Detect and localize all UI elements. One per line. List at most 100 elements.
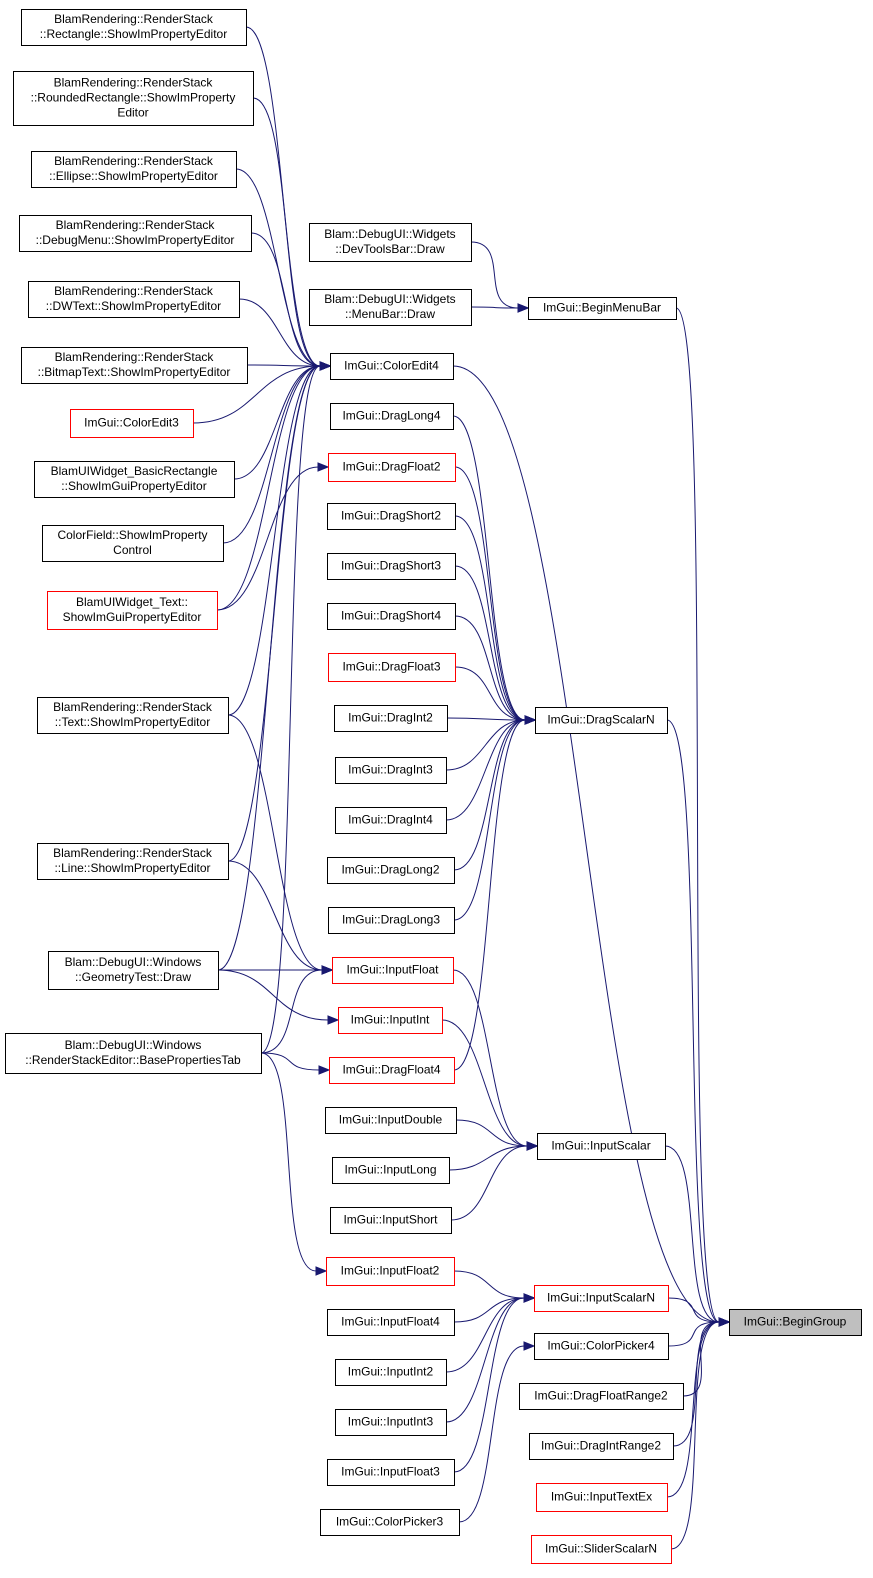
- node-blamuiwidget-text-showimguipropertyeditor[interactable]: BlamUIWidget_Text::ShowImGuiPropertyEdit…: [47, 591, 218, 630]
- edge-n27-to-n26: [445, 719, 526, 771]
- edge-n31-to-n35: [452, 969, 528, 1147]
- node-blamrendering-renderstack-rectangle-showimpropertyeditor[interactable]: BlamRendering::RenderStack::Rectangle::S…: [21, 9, 247, 46]
- node-imgui-dragint3[interactable]: ImGui::DragInt3: [335, 757, 447, 784]
- node-imgui-inputdouble[interactable]: ImGui::InputDouble: [325, 1107, 457, 1134]
- node-imgui-draglong2[interactable]: ImGui::DragLong2: [327, 857, 455, 884]
- node-blamrendering-renderstack-text-showimpropertyeditor[interactable]: BlamRendering::RenderStack::Text::ShowIm…: [37, 697, 229, 734]
- node-imgui-dragshort2[interactable]: ImGui::DragShort2: [327, 503, 456, 530]
- node-imgui-draglong4[interactable]: ImGui::DragLong4: [330, 403, 454, 430]
- edge-n18-to-n50: [452, 365, 720, 1323]
- node-imgui-dragfloat2[interactable]: ImGui::DragFloat2: [328, 453, 456, 482]
- node-imgui-inputtextex[interactable]: ImGui::InputTextEx: [536, 1483, 668, 1512]
- edge-n19-to-n26: [452, 415, 526, 721]
- node-box: [37, 697, 229, 734]
- node-label-line: ImGui::InputFloat3: [341, 1465, 440, 1479]
- node-label-line: BlamRendering::RenderStack: [55, 350, 215, 364]
- edge-n8-to-n18: [233, 365, 321, 480]
- node-label-line: BlamRendering::RenderStack: [53, 700, 213, 714]
- node-imgui-coloredit4[interactable]: ImGui::ColorEdit4: [330, 353, 454, 380]
- node-imgui-draglong3[interactable]: ImGui::DragLong3: [328, 907, 455, 934]
- node-label-line: Blam::DebugUI::Windows: [65, 955, 202, 969]
- edge-n32-to-n35: [441, 1019, 528, 1147]
- node-label-line: ImGui::BeginGroup: [744, 1315, 847, 1329]
- node-imgui-dragfloatrange2[interactable]: ImGui::DragFloatRange2: [519, 1383, 684, 1410]
- node-blam-debugui-windows-geometrytest-draw[interactable]: Blam::DebugUI::Windows::GeometryTest::Dr…: [48, 951, 219, 990]
- node-imgui-inputscalar[interactable]: ImGui::InputScalar: [537, 1133, 666, 1160]
- node-imgui-inputfloat4[interactable]: ImGui::InputFloat4: [327, 1309, 455, 1336]
- node-label-line: ImGui::InputTextEx: [551, 1490, 652, 1504]
- node-blam-debugui-windows-renderstackeditor-basepropertiestab[interactable]: Blam::DebugUI::Windows::RenderStackEdito…: [5, 1033, 262, 1074]
- node-imgui-dragscalarn[interactable]: ImGui::DragScalarN: [535, 707, 668, 734]
- node-box: [335, 1359, 447, 1386]
- node-blamrendering-renderstack-roundedrectangle-showimproperty-editor[interactable]: BlamRendering::RenderStack::RoundedRecta…: [13, 71, 254, 126]
- node-imgui-inputshort[interactable]: ImGui::InputShort: [330, 1207, 452, 1234]
- node-label-line: ::DevToolsBar::Draw: [335, 242, 445, 256]
- node-label-line: ImGui::ColorPicker3: [336, 1515, 444, 1529]
- edge-n47-to-n50: [666, 1321, 720, 1498]
- node-blamrendering-renderstack-line-showimpropertyeditor[interactable]: BlamRendering::RenderStack::Line::ShowIm…: [37, 843, 229, 880]
- node-blamrendering-renderstack-ellipse-showimpropertyeditor[interactable]: BlamRendering::RenderStack::Ellipse::Sho…: [31, 151, 237, 188]
- node-label-line: BlamRendering::RenderStack: [53, 846, 213, 860]
- node-imgui-sliderscalarn[interactable]: ImGui::SliderScalarN: [531, 1535, 672, 1564]
- edge-arrowhead: [718, 1317, 731, 1327]
- edge-arrowhead: [524, 715, 537, 725]
- node-label-line: ImGui::InputFloat2: [341, 1264, 440, 1278]
- node-imgui-inputint3[interactable]: ImGui::InputInt3: [335, 1409, 447, 1436]
- node-imgui-dragfloat4[interactable]: ImGui::DragFloat4: [329, 1057, 455, 1084]
- node-blam-debugui-widgets-devtoolsbar-draw[interactable]: Blam::DebugUI::Widgets::DevToolsBar::Dra…: [309, 223, 472, 262]
- node-label-line: ::Rectangle::ShowImPropertyEditor: [40, 27, 227, 41]
- node-imgui-dragint4[interactable]: ImGui::DragInt4: [335, 807, 447, 834]
- edge-n4-to-n18: [250, 232, 321, 367]
- node-imgui-colorpicker3[interactable]: ImGui::ColorPicker3: [320, 1509, 460, 1536]
- node-imgui-inputfloat2[interactable]: ImGui::InputFloat2: [326, 1257, 455, 1286]
- node-label-line: ImGui::DragLong3: [342, 913, 440, 927]
- node-blamrendering-renderstack-bitmaptext-showimpropertyeditor[interactable]: BlamRendering::RenderStack::BitmapText::…: [21, 347, 248, 384]
- node-imgui-inputint[interactable]: ImGui::InputInt: [338, 1007, 443, 1034]
- node-blamrendering-renderstack-dwtext-showimpropertyeditor[interactable]: BlamRendering::RenderStack::DWText::Show…: [28, 281, 240, 318]
- node-imgui-dragint2[interactable]: ImGui::DragInt2: [334, 705, 448, 732]
- edge-n29-to-n26: [453, 719, 526, 871]
- node-label-line: ImGui::InputDouble: [339, 1113, 443, 1127]
- node-box: [535, 707, 668, 734]
- node-imgui-begingroup[interactable]: ImGui::BeginGroup: [729, 1309, 862, 1336]
- edge-arrowhead: [523, 1293, 536, 1303]
- edge-n44-to-n39: [445, 1297, 525, 1423]
- edge-n7-to-n18: [192, 365, 321, 424]
- node-imgui-beginmenubar[interactable]: ImGui::BeginMenuBar: [528, 297, 677, 320]
- node-box: [519, 1383, 684, 1410]
- edge-n43-to-n50: [682, 1321, 720, 1397]
- node-imgui-dragshort3[interactable]: ImGui::DragShort3: [327, 553, 456, 580]
- node-label-line: BlamRendering::RenderStack: [54, 76, 214, 90]
- edge-n17-to-n50: [675, 307, 720, 1323]
- node-imgui-dragintrange2[interactable]: ImGui::DragIntRange2: [529, 1433, 674, 1460]
- node-box: [31, 151, 237, 188]
- node-imgui-inputint2[interactable]: ImGui::InputInt2: [335, 1359, 447, 1386]
- node-imgui-inputfloat[interactable]: ImGui::InputFloat: [332, 957, 454, 984]
- edge-n28-to-n26: [445, 719, 526, 821]
- edge-n46-to-n39: [453, 1297, 525, 1473]
- node-box: [534, 1333, 669, 1360]
- node-box: [536, 1483, 668, 1512]
- node-imgui-inputfloat3[interactable]: ImGui::InputFloat3: [327, 1459, 455, 1486]
- edge-n41-to-n50: [667, 1321, 720, 1347]
- node-box: [537, 1133, 666, 1160]
- node-blamuiwidget-basicrectangle-showimguipropertyeditor[interactable]: BlamUIWidget_BasicRectangle::ShowImGuiPr…: [34, 461, 235, 498]
- node-box: [729, 1309, 862, 1336]
- node-box: [327, 1309, 455, 1336]
- node-label-line: ::RenderStackEditor::BasePropertiesTab: [25, 1053, 241, 1067]
- node-box: [327, 503, 456, 530]
- node-blamrendering-renderstack-debugmenu-showimpropertyeditor[interactable]: BlamRendering::RenderStack::DebugMenu::S…: [19, 215, 252, 252]
- node-imgui-coloredit3[interactable]: ImGui::ColorEdit3: [70, 409, 194, 438]
- node-imgui-dragshort4[interactable]: ImGui::DragShort4: [327, 603, 456, 630]
- node-imgui-inputlong[interactable]: ImGui::InputLong: [332, 1157, 450, 1184]
- node-blam-debugui-widgets-menubar-draw[interactable]: Blam::DebugUI::Widgets::MenuBar::Draw: [309, 289, 472, 326]
- node-imgui-inputscalarn[interactable]: ImGui::InputScalarN: [534, 1285, 669, 1312]
- edge-n11-to-n18: [227, 365, 321, 716]
- node-imgui-dragfloat3[interactable]: ImGui::DragFloat3: [328, 653, 456, 682]
- edge-n48-to-n41: [458, 1345, 525, 1523]
- edge-n20-to-n26: [454, 466, 526, 721]
- node-box: [328, 907, 455, 934]
- node-imgui-colorpicker4[interactable]: ImGui::ColorPicker4: [534, 1333, 669, 1360]
- node-label-line: Control: [113, 543, 152, 557]
